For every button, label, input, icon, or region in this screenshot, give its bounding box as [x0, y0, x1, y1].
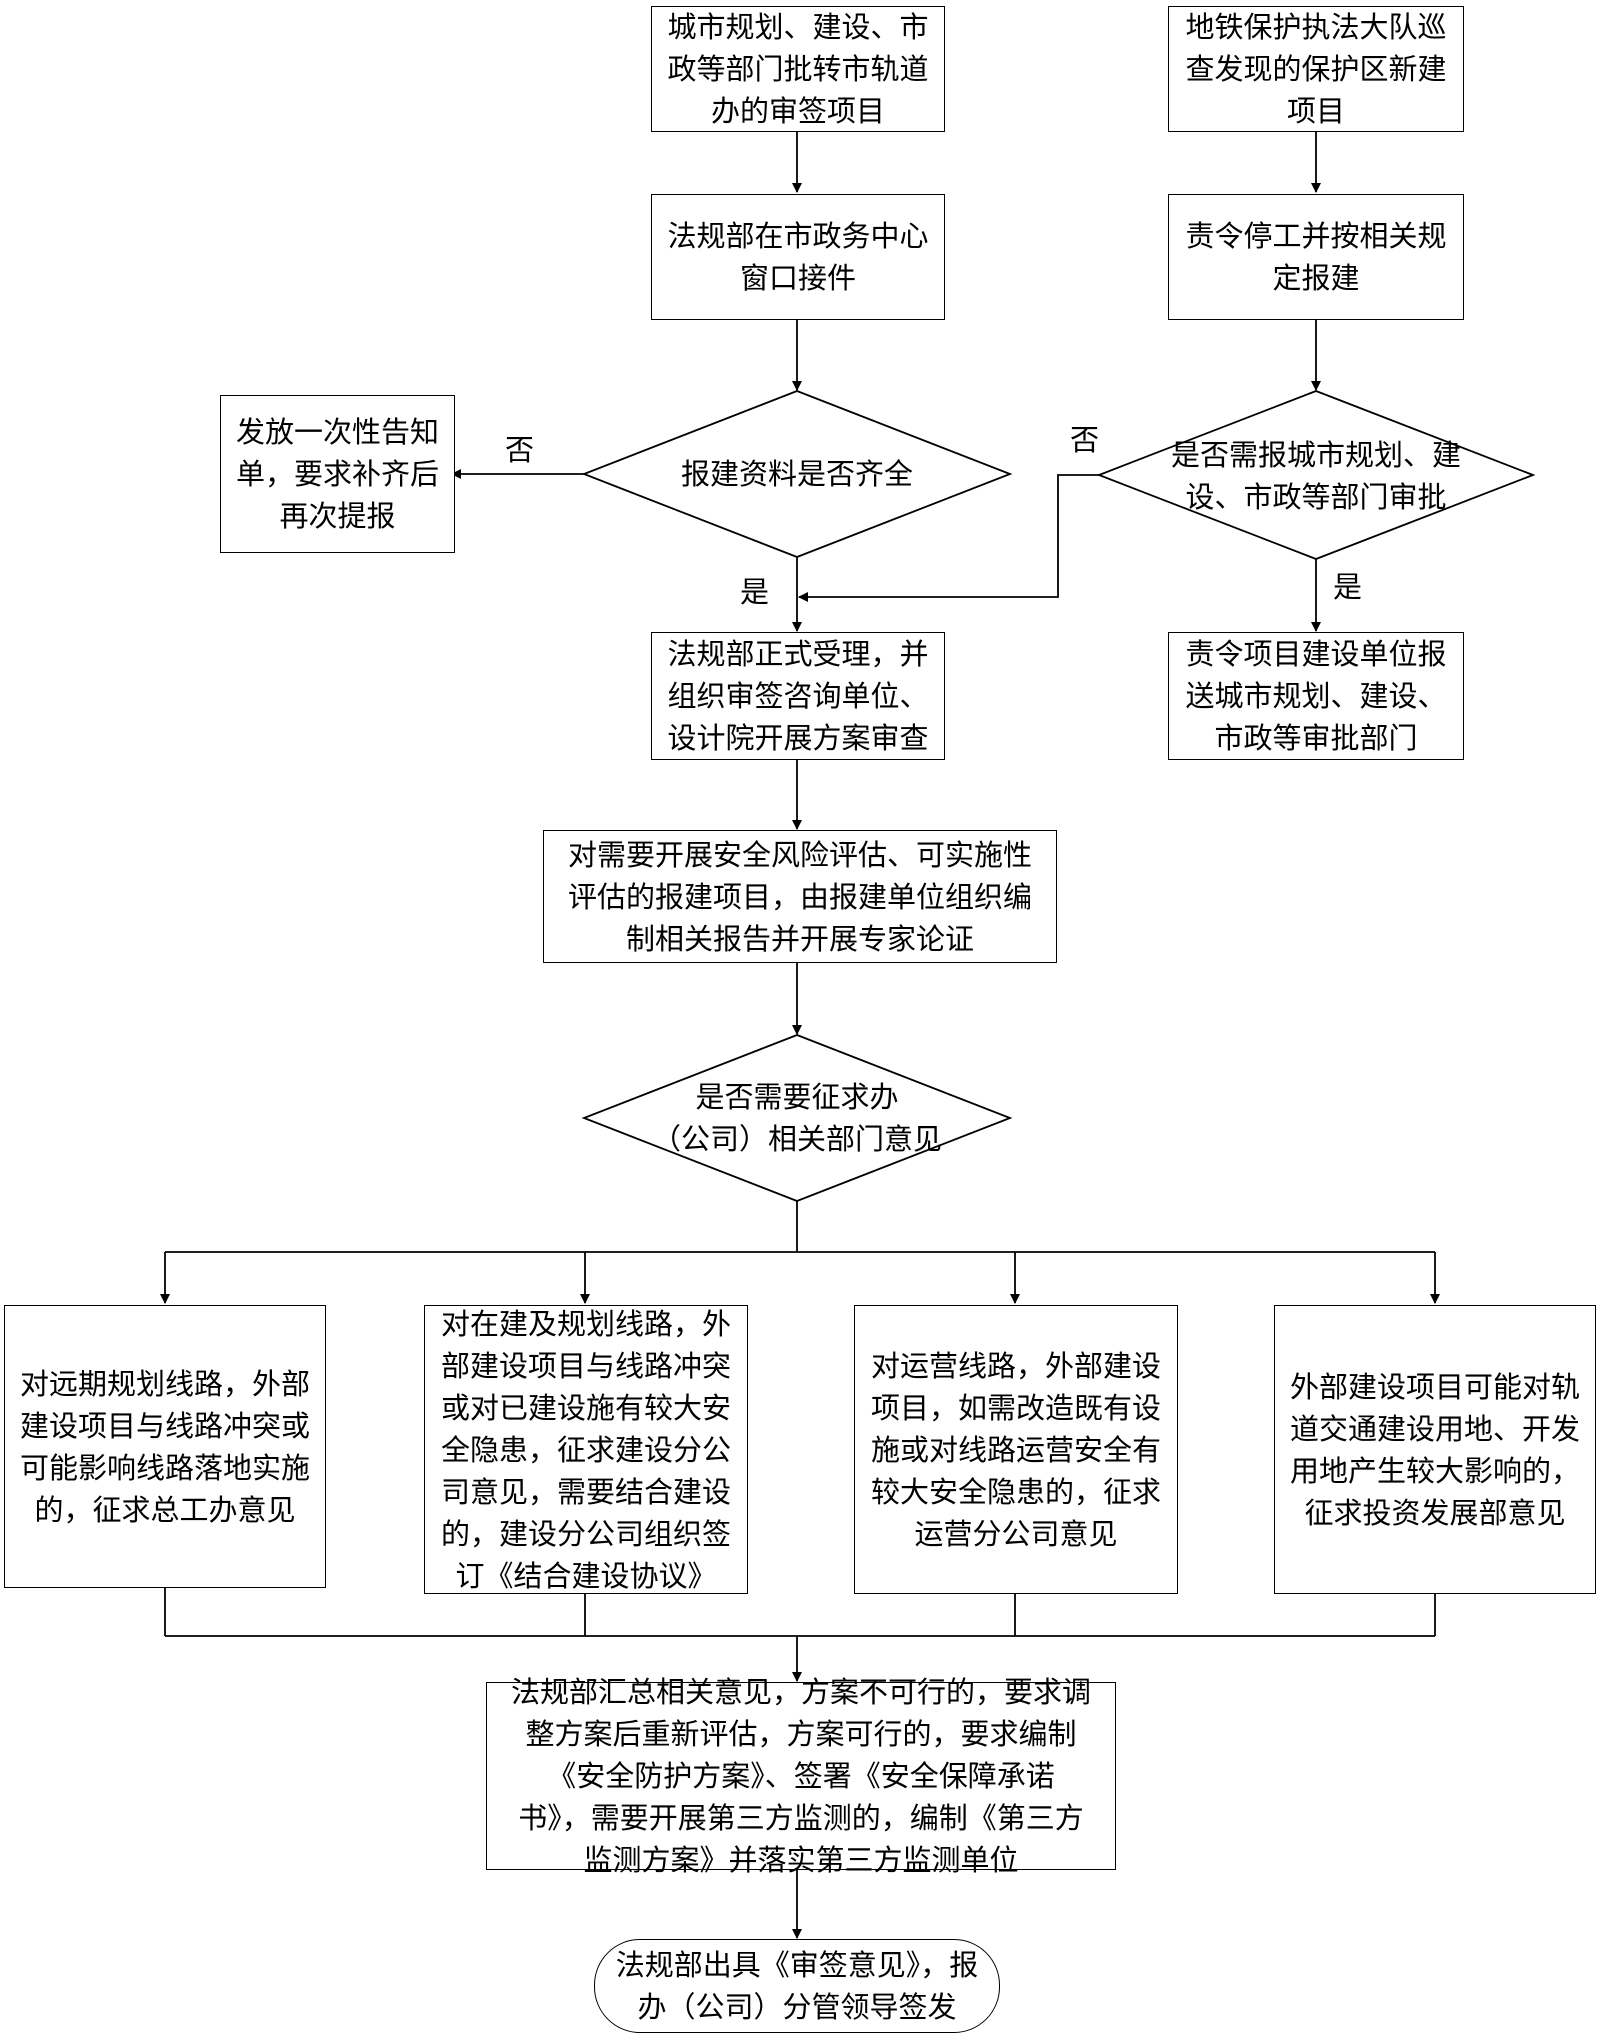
box-branch-far-lines: 对远期规划线路，外部 建设项目与线路冲突或 可能影响线路落地实施 的，征求总工办…	[4, 1305, 326, 1588]
decision-need-city-approval: 是否需报城市规划、建 设、市政等部门审批	[1170, 438, 1461, 514]
decision-need-opinions: 是否需要征求办 （公司）相关部门意见	[651, 1080, 942, 1156]
box-receive-window: 法规部在市政务中心 窗口接件	[651, 194, 945, 320]
label-approval-no: 否	[1070, 423, 1100, 457]
box-stop-work: 责令停工并按相关规 定报建	[1168, 194, 1464, 320]
arrow-approval-no	[798, 474, 1099, 602]
box-branch-land-use: 外部建设项目可能对轨 道交通建设用地、开发 用地产生较大影响的， 征求投资发展部…	[1274, 1305, 1596, 1594]
box-issue-notice: 发放一次性告知 单，要求补齐后 再次提报	[220, 395, 455, 553]
box-risk-assessment: 对需要开展安全风险评估、可实施性 评估的报建项目，由报建单位组织编 制相关报告并…	[543, 830, 1057, 963]
label-materials-no: 否	[505, 433, 535, 467]
box-order-submit: 责令项目建设单位报 送城市规划、建设、 市政等审批部门	[1168, 632, 1464, 760]
box-formal-accept: 法规部正式受理，并 组织审签咨询单位、 设计院开展方案审查	[651, 632, 945, 760]
box-issue-review-opinion: 法规部出具《审签意见》，报 办（公司）分管领导签发	[594, 1939, 1000, 2033]
label-approval-yes: 是	[1333, 570, 1363, 604]
box-branch-operating-lines: 对运营线路，外部建设 项目，如需改造既有设 施或对线路运营安全有 较大安全隐患的…	[854, 1305, 1178, 1594]
box-branch-construction-lines: 对在建及规划线路，外 部建设项目与线路冲突 或对已建设施有较大安 全隐患，征求建…	[424, 1305, 748, 1594]
box-summarize-opinions: 法规部汇总相关意见，方案不可行的，要求调 整方案后重新评估，方案可行的，要求编制…	[486, 1675, 1116, 1877]
label-materials-yes: 是	[740, 575, 770, 609]
decision-materials-complete: 报建资料是否齐全	[680, 457, 913, 491]
box-city-depts-transfer: 城市规划、建设、市 政等部门批转市轨道 办的审签项目	[651, 6, 945, 132]
box-metro-patrol: 地铁保护执法大队巡 查发现的保护区新建 项目	[1168, 6, 1464, 132]
